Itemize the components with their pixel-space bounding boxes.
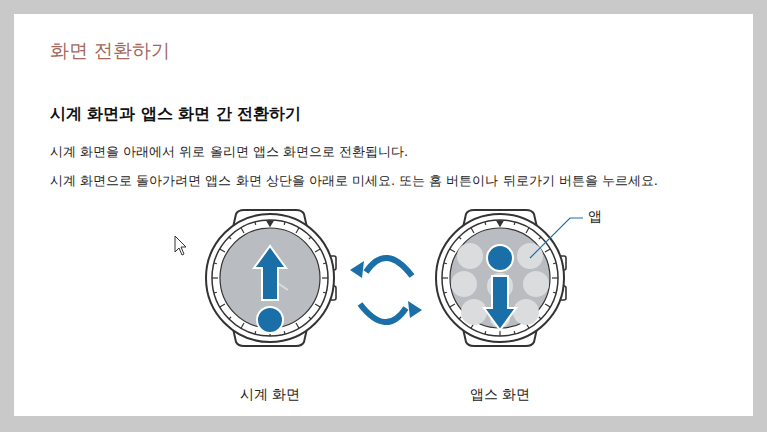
watch-screen: 앱스 화면 <box>428 204 572 404</box>
swap-arrows <box>350 258 422 322</box>
watch-right <box>436 210 583 346</box>
callout-label: 앱 <box>588 208 602 226</box>
body-text: 시계 화면을 아래에서 위로 올리면 앱스 화면으로 전환됩니다. <box>50 143 408 161</box>
screen-caption: 시계 화면 <box>198 386 342 404</box>
section-heading: 시계 화면과 앱스 화면 간 전환하기 <box>50 104 301 125</box>
page-panel <box>14 14 753 416</box>
watch-left <box>206 210 336 346</box>
leader-line <box>530 218 583 258</box>
watch-screen: 시계 화면 <box>198 204 342 404</box>
page-title: 화면 전환하기 <box>50 38 170 64</box>
body-text: 시계 화면으로 돌아가려면 앱스 화면 상단을 아래로 미세요. 또는 홈 버튼… <box>50 172 658 190</box>
mouse-cursor <box>175 236 186 255</box>
screen-caption: 앱스 화면 <box>428 386 572 404</box>
